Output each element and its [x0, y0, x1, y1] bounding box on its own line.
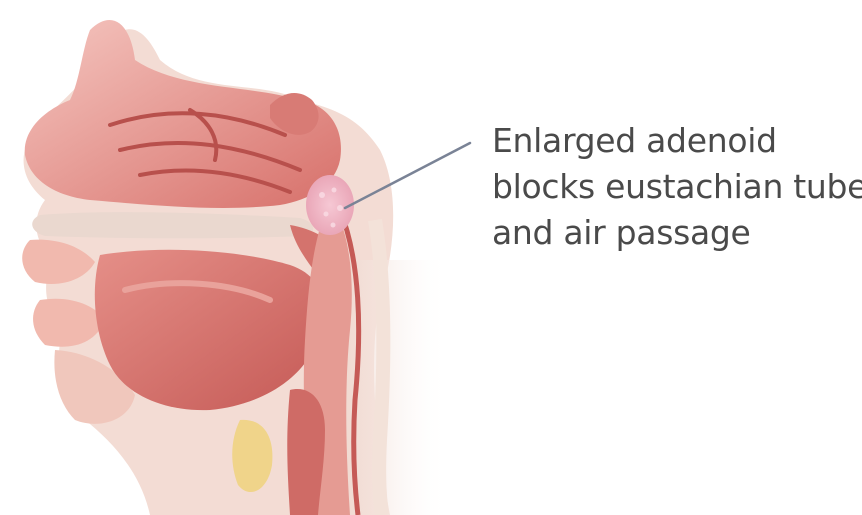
annotation-line-1: Enlarged adenoid — [492, 118, 862, 164]
adenoid-annotation: Enlarged adenoid blocks eustachian tube … — [492, 118, 862, 256]
larynx — [287, 389, 325, 515]
annotation-line-3: and air passage — [492, 210, 862, 256]
annotation-line-2: blocks eustachian tube — [492, 164, 862, 210]
spine — [375, 220, 383, 515]
enlarged-adenoid — [306, 175, 354, 235]
